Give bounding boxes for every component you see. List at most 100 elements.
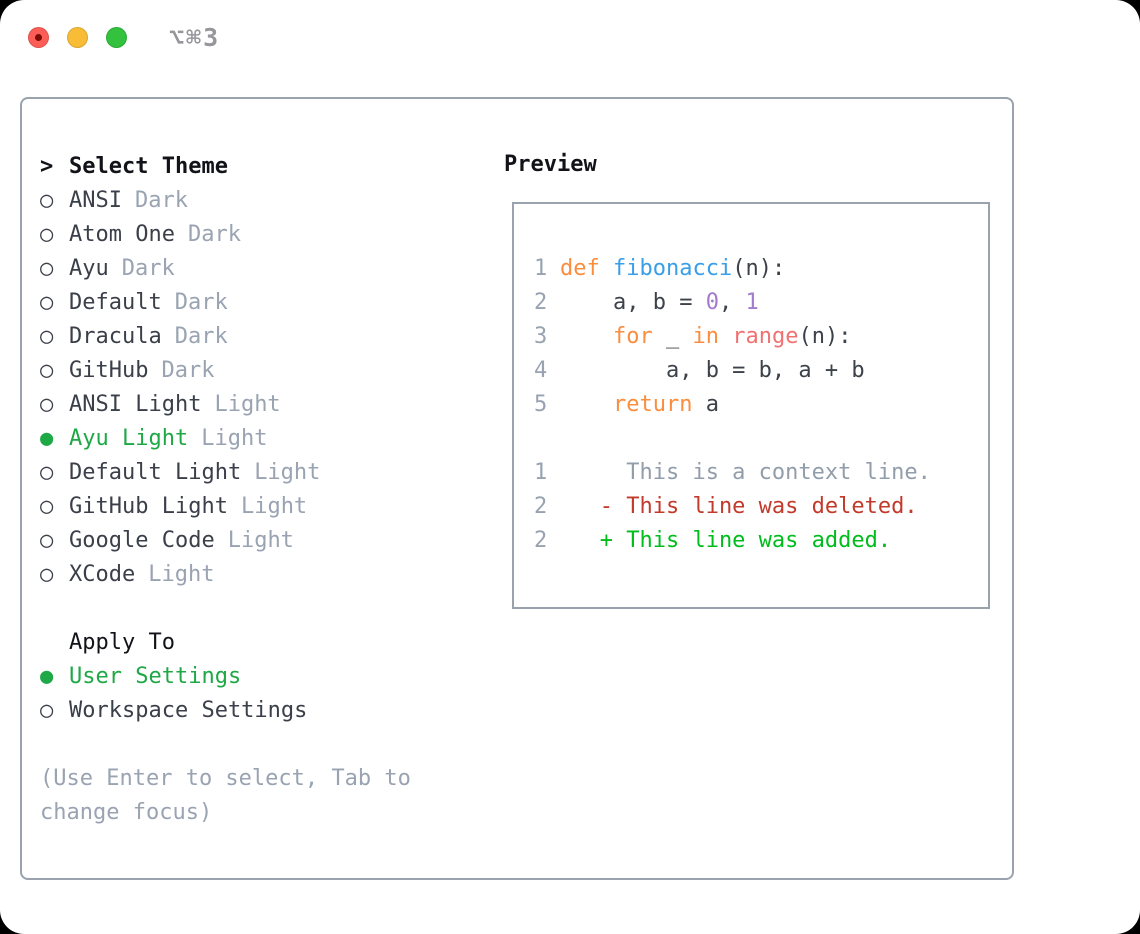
theme-option[interactable]: ○ ANSI Dark	[40, 184, 320, 218]
theme-variant: Light	[148, 562, 215, 587]
theme-variant: Dark	[174, 290, 228, 315]
code-token: (n):	[732, 256, 786, 281]
code-token: _	[652, 324, 693, 349]
apply-to-section: Apply To ● User Settings ○ Workspace Settin…	[40, 626, 307, 728]
zoom-icon[interactable]	[106, 27, 127, 48]
code-token: for	[612, 324, 653, 349]
radio-unselected-icon: ○	[40, 358, 54, 383]
titlebar: ⌥⌘3	[0, 0, 1140, 70]
theme-list-title: Select Theme	[69, 154, 228, 179]
minimize-icon[interactable]	[67, 27, 88, 48]
code-token	[719, 324, 732, 349]
code-token: def	[560, 256, 600, 281]
theme-option[interactable]: ○ XCode Light	[40, 558, 320, 592]
radio-unselected-icon: ○	[40, 494, 54, 519]
theme-variant: Dark	[121, 256, 175, 281]
code-token: fibonacci	[613, 256, 733, 281]
radio-unselected-icon: ○	[40, 290, 54, 315]
theme-variant: Dark	[134, 188, 188, 213]
keyboard-hint: (Use Enter to select, Tab to change focu…	[40, 766, 425, 825]
code-token: + This line was added.	[560, 528, 892, 553]
theme-variant: Dark	[161, 358, 215, 383]
code-token	[560, 392, 613, 417]
theme-option[interactable]: ○ Default Light Light	[40, 456, 320, 490]
code-line	[534, 422, 988, 456]
theme-name: Default Light	[69, 460, 242, 485]
code-token: in	[692, 324, 719, 349]
preview-title: Preview	[504, 152, 597, 177]
theme-option[interactable]: ● Ayu Light Light	[40, 422, 320, 456]
code-token: 1	[745, 290, 759, 315]
theme-variant: Light	[201, 426, 268, 451]
preview-pane: 1 def fibonacci(n): 2 a, b = 0, 1 3 for _ i…	[512, 202, 990, 609]
radio-unselected-icon: ○	[40, 324, 54, 349]
prompt-icon: >	[40, 154, 54, 179]
radio-unselected-icon: ○	[40, 222, 54, 247]
radio-unselected-icon: ○	[40, 528, 54, 553]
theme-option[interactable]: ○ Dracula Dark	[40, 320, 320, 354]
radio-unselected-icon: ○	[40, 698, 54, 723]
code-token: range	[732, 324, 799, 349]
code-line: 1 This is a context line.	[534, 456, 988, 490]
radio-selected-icon: ●	[40, 426, 54, 451]
code-token: return	[612, 392, 693, 417]
line-number: 2	[534, 528, 548, 553]
code-token: a	[692, 392, 719, 417]
line-number: 2	[534, 290, 548, 315]
theme-variant: Dark	[187, 222, 241, 247]
radio-unselected-icon: ○	[40, 460, 54, 485]
code-line: 2 a, b = 0, 1	[534, 286, 988, 320]
theme-variant: Dark	[174, 324, 228, 349]
code-line: 5 return a	[534, 388, 988, 422]
code-token: This is a context line.	[560, 460, 931, 485]
theme-name: Ayu	[69, 256, 109, 281]
close-active-dot	[35, 34, 42, 41]
code-token: a, b = b, a + b	[560, 358, 865, 383]
apply-to-label: User Settings	[69, 664, 242, 689]
theme-name: Default	[69, 290, 162, 315]
line-number: 2	[534, 494, 548, 519]
code-token: - This line was deleted.	[560, 494, 918, 519]
apply-to-title: Apply To	[69, 630, 175, 655]
close-icon[interactable]	[28, 27, 49, 48]
code-token: a, b =	[560, 290, 706, 315]
theme-option[interactable]: ○ Default Dark	[40, 286, 320, 320]
line-number: 5	[534, 392, 548, 417]
code-token	[600, 256, 613, 281]
code-token: ,	[718, 290, 746, 315]
apply-to-option[interactable]: ○ Workspace Settings	[40, 694, 307, 728]
radio-unselected-icon: ○	[40, 392, 54, 417]
theme-name: GitHub	[69, 358, 149, 383]
code-line: 2 + This line was added.	[534, 524, 988, 558]
code-token	[560, 324, 613, 349]
radio-unselected-icon: ○	[40, 188, 54, 213]
line-number: 3	[534, 324, 548, 349]
radio-unselected-icon: ○	[40, 256, 54, 281]
code-line: 1 def fibonacci(n):	[534, 252, 988, 286]
apply-to-option[interactable]: ● User Settings	[40, 660, 307, 694]
theme-option[interactable]: ○ Ayu Dark	[40, 252, 320, 286]
theme-name: Dracula	[69, 324, 162, 349]
theme-variant: Light	[214, 392, 281, 417]
theme-variant: Light	[240, 494, 308, 519]
theme-variant: Light	[254, 460, 321, 485]
radio-unselected-icon: ○	[40, 562, 54, 587]
line-number: 4	[534, 358, 548, 383]
theme-name: ANSI	[69, 188, 122, 213]
line-number: 1	[534, 256, 548, 281]
theme-name: Ayu Light	[69, 426, 189, 451]
theme-option[interactable]: ○ GitHub Dark	[40, 354, 320, 388]
window-shortcut-label: ⌥⌘3	[169, 23, 221, 52]
theme-name: Google Code	[69, 528, 215, 553]
code-token: 0	[705, 290, 719, 315]
radio-selected-icon: ●	[40, 664, 54, 689]
theme-name: XCode	[69, 562, 136, 587]
apply-to-label: Workspace Settings	[69, 698, 308, 723]
